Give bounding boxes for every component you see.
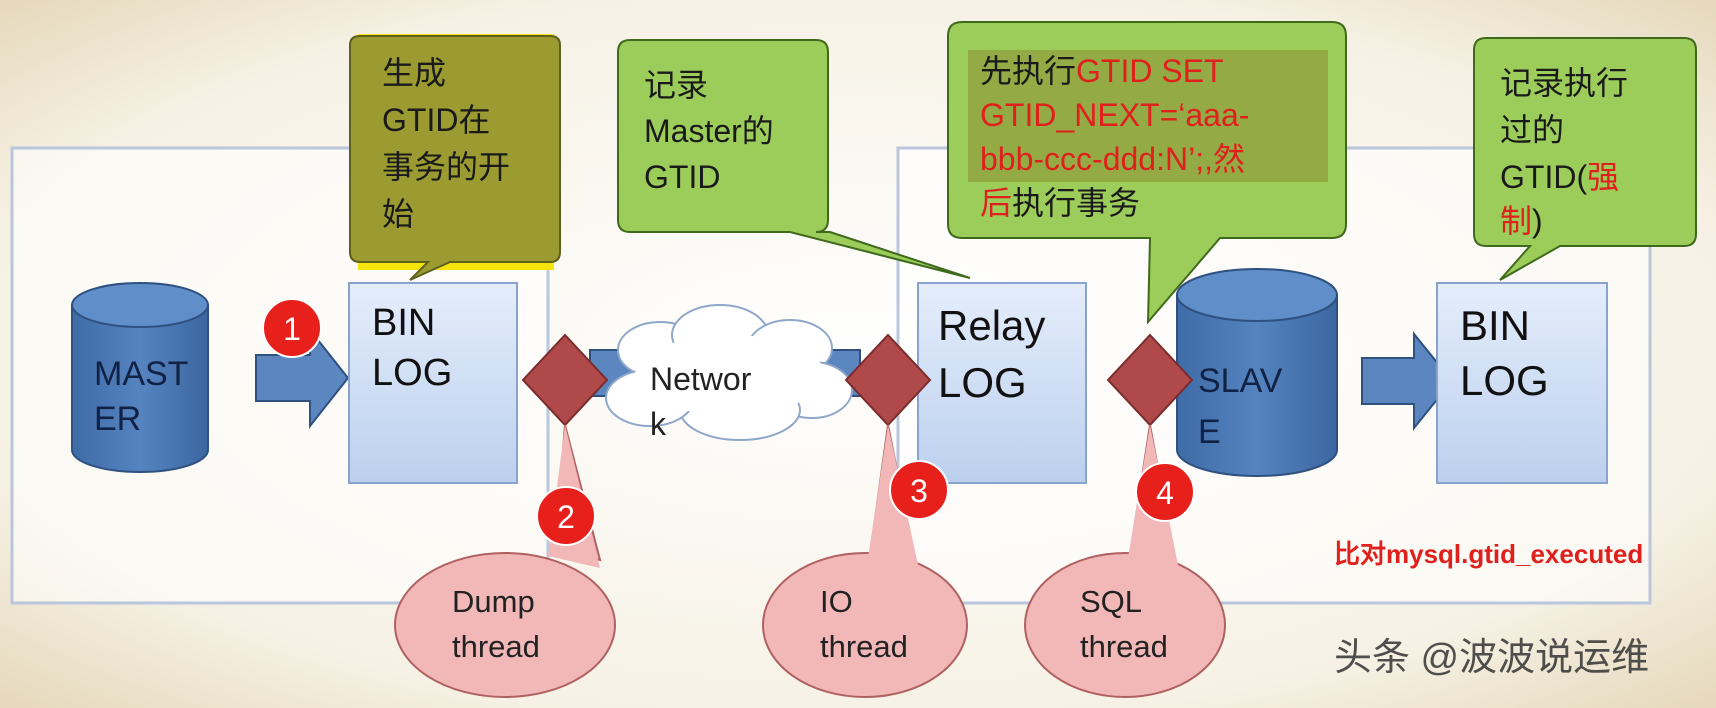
callout-generate-gtid [349,34,561,281]
master-binlog-label-1: BIN [372,302,435,344]
sql-thread-label-2: thread [1080,629,1168,664]
step-badge-4: 4 [1135,462,1195,522]
master-label-2: ER [94,400,141,438]
callout-generate-gtid-line2: GTID在 [382,102,490,138]
step-number-3: 3 [910,473,928,509]
callout-execute-gtid-set [947,21,1347,325]
callout-execute-line2: GTID_NEXT=‘aaa- [980,97,1249,133]
dump-thread-label-2: thread [452,629,540,664]
step-badge-1: 1 [262,298,322,358]
callout-generate-gtid-line3: 事务的开 [382,149,510,185]
callout-record-executed-line1: 记录执行 [1500,65,1628,101]
callout-record-executed-line3-black: GTID( [1500,159,1587,195]
master-binlog-label-2: LOG [372,352,452,394]
callout-generate-gtid-line4: 始 [382,196,414,232]
callout-record-executed-line4-red: 制 [1500,203,1532,239]
watermark: 头条 @波波说运维 [1334,637,1649,679]
callout-execute-line3: bbb-ccc-ddd:N’;,然 [980,141,1245,177]
callout-record-executed-line4-black: ) [1532,203,1543,239]
callout-record-executed-line3-red: 强 [1587,159,1619,195]
network-label-2: k [650,406,667,442]
slave-label-2: E [1198,413,1221,451]
callout-record-executed-line2: 过的 [1500,112,1564,148]
callout-execute-line4-red: 后 [980,185,1012,221]
compare-note: 比对mysql.gtid_executed [1334,539,1643,569]
callout-record-executed-line4: 制) [1500,203,1543,239]
callout-record-master-gtid-line3: GTID [644,159,720,195]
slave-label-1: SLAV [1198,362,1283,400]
master-database-icon [71,282,209,473]
step-number-1: 1 [283,311,301,347]
callout-execute-line1-black: 先执行 [980,53,1076,89]
relay-log-box [917,282,1087,484]
step-badge-2: 2 [536,486,596,546]
master-binlog-box [348,282,518,484]
callout-execute-line4-black: 执行事务 [1012,185,1140,221]
callout-record-master-gtid-line2: Master的 [644,113,774,149]
step-badge-3: 3 [889,460,949,520]
callout-execute-line1: 先执行GTID SET [980,53,1224,89]
arrow-right-icon [1361,331,1454,431]
relay-log-label-1: Relay [938,302,1045,349]
callout-execute-line1-red: GTID SET [1076,53,1224,89]
io-thread-label-1: IO [820,584,853,619]
callout-record-master-gtid [617,39,971,279]
callout-record-executed-gtid [1473,37,1697,281]
step-number-2: 2 [557,499,575,535]
master-label-1: MAST [94,355,188,393]
step-number-4: 4 [1156,475,1174,511]
sql-thread-label-1: SQL [1080,584,1142,619]
io-thread-label-2: thread [820,629,908,664]
slave-binlog-label-2: LOG [1460,357,1549,404]
callout-record-executed-line3: GTID(强 [1500,159,1619,195]
slave-binlog-label-1: BIN [1460,302,1530,349]
slave-binlog-box [1436,282,1608,484]
callout-execute-line4: 后执行事务 [980,185,1140,221]
network-label-1: Networ [650,361,752,397]
slave-database-icon [1176,268,1338,477]
relay-log-label-2: LOG [938,359,1027,406]
dump-thread-label-1: Dump [452,584,535,619]
callout-generate-gtid-line1: 生成 [382,55,446,91]
callout-record-master-gtid-line1: 记录 [644,67,708,103]
